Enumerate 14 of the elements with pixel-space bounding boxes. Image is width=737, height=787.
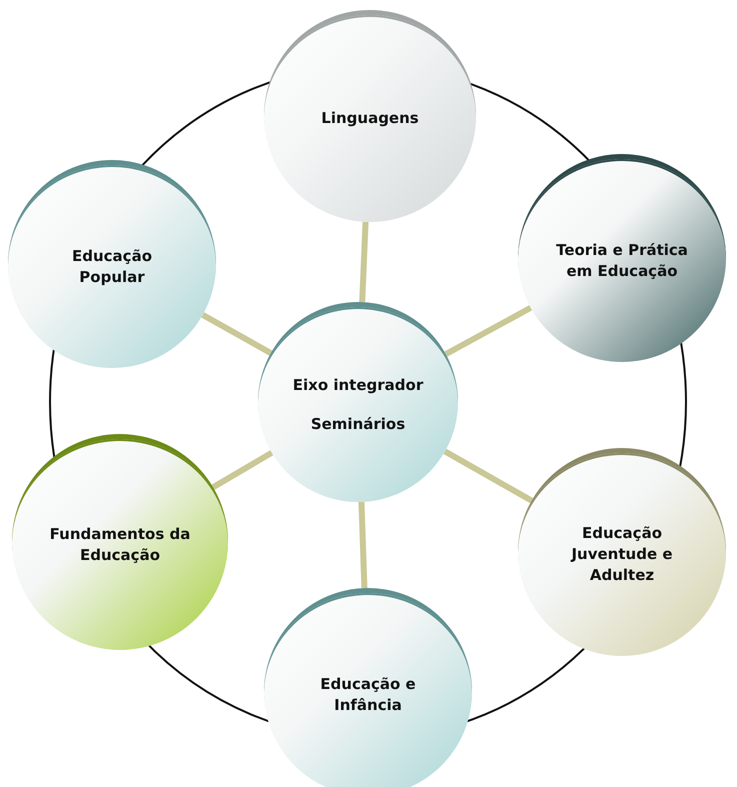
node-label: Fundamentos da Educação xyxy=(48,524,192,566)
node-label: Teoria e Prática em Educação xyxy=(555,240,689,282)
node-label: Eixo integrador xyxy=(292,374,424,396)
node-label: Educação e Infância xyxy=(319,674,417,716)
connector-line xyxy=(212,450,274,490)
connector-line xyxy=(359,222,369,302)
connector-line xyxy=(358,502,368,588)
node-label: Educação Juventude e Adultez xyxy=(570,523,674,586)
connector-line xyxy=(444,305,532,357)
node-label: Seminários xyxy=(310,414,406,434)
connector-line xyxy=(201,312,272,356)
node-label: Educação Popular xyxy=(71,246,153,288)
node-label: Linguagens xyxy=(321,108,419,129)
connector-line xyxy=(443,448,534,504)
